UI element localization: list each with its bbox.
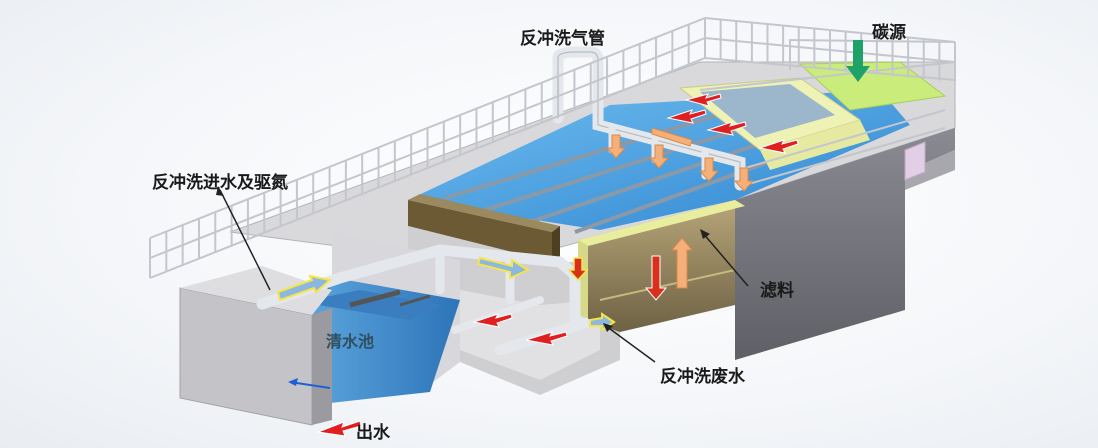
flow-arrow-red xyxy=(316,420,362,437)
flow-arrow-orange xyxy=(605,134,627,159)
flow-arrow-red-down xyxy=(567,257,589,282)
flow-arrows xyxy=(276,40,870,437)
flow-arrow-red xyxy=(666,109,707,124)
label-clear-water-tank: 清水池 xyxy=(326,332,375,351)
flow-arrow-orange xyxy=(698,157,720,182)
label-carbon-source: 碳源 xyxy=(872,23,906,43)
label-backwash-inlet: 反冲洗进水及驱氮 xyxy=(152,173,288,193)
flow-arrow-orange xyxy=(651,127,693,147)
flow-arrow-orange xyxy=(733,167,755,192)
label-backwash-waste-water: 反冲洗废水 xyxy=(660,367,745,387)
flow-arrow-red xyxy=(684,93,722,107)
label-filter-media: 滤料 xyxy=(760,281,794,301)
label-outlet-water: 出水 xyxy=(356,423,390,443)
flow-arrow-red xyxy=(525,331,568,346)
flow-arrow-blue xyxy=(288,378,298,386)
flow-arrow-red-down xyxy=(644,255,668,301)
flow-arrow-inlet xyxy=(276,274,333,302)
safety-railing xyxy=(149,16,956,279)
flow-arrow-red xyxy=(758,139,799,154)
carbon-arrow xyxy=(846,40,870,82)
leader-lines xyxy=(216,186,749,363)
flow-arrow-orange xyxy=(670,237,694,289)
flow-arrow-red xyxy=(472,313,513,328)
flow-arrow-red xyxy=(706,121,747,136)
label-backwash-air-pipe: 反冲洗气管 xyxy=(520,29,605,49)
flow-arrow-inlet xyxy=(476,256,531,280)
end-channel xyxy=(678,61,947,170)
flow-arrow-orange xyxy=(648,144,670,169)
